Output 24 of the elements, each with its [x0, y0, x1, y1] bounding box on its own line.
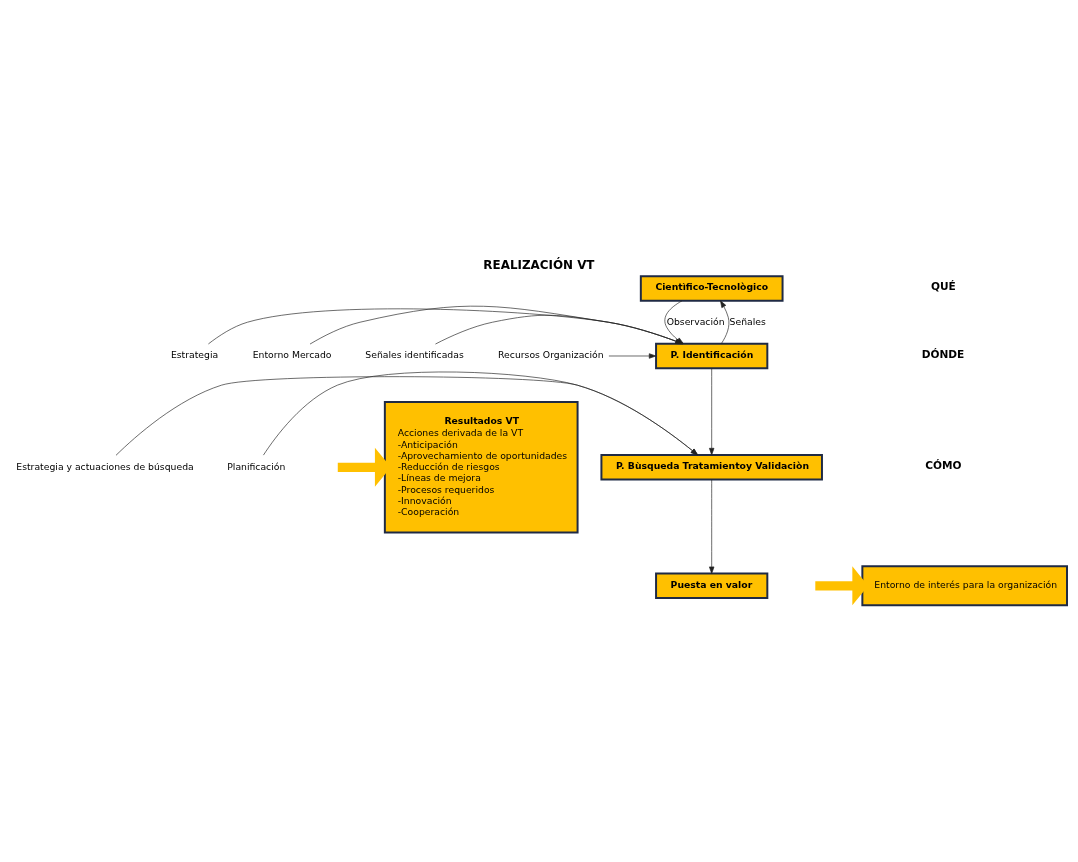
diagram-title: REALIZACIÓN VT: [483, 257, 595, 272]
node-box: Cientìfico-Tecnològico: [639, 274, 784, 302]
node-text: Estrategia y actuaciones de búsqueda: [16, 460, 194, 472]
node-box: Entorno de interés para la organización: [861, 564, 1068, 606]
label: DÓNDE: [921, 347, 965, 360]
label: CÓMO: [925, 458, 962, 471]
node-box: Puesta en valor: [655, 572, 769, 599]
node-box: Resultados VT Acciones derivada de la VT -Anticipación -Aprovechamiento de oportunidades -Reducción de riesgos -Líneas de mejora -Procesos requeridos -Innovación -Cooperación: [383, 400, 579, 533]
arrow: [709, 478, 715, 574]
edge-label: Señales: [729, 315, 766, 327]
node-box: P. Identificación: [655, 342, 769, 369]
arrow: [608, 352, 657, 359]
node-text: Entorno Mercado: [252, 348, 332, 360]
edge-label: Observación: [666, 315, 725, 327]
arrow: [709, 367, 715, 455]
node-text: Señales identificadas: [365, 348, 464, 360]
node-text: Recursos Organización: [498, 348, 604, 360]
node-box: P. Bùsqueda Tratamientoy Validaciòn: [600, 453, 823, 480]
label: QUÉ: [930, 279, 956, 292]
node-text: Planificación: [227, 460, 286, 472]
arrow: [263, 371, 698, 455]
arrow: [720, 299, 730, 344]
arrow: [115, 375, 698, 456]
node-text: Estrategia: [170, 348, 219, 360]
